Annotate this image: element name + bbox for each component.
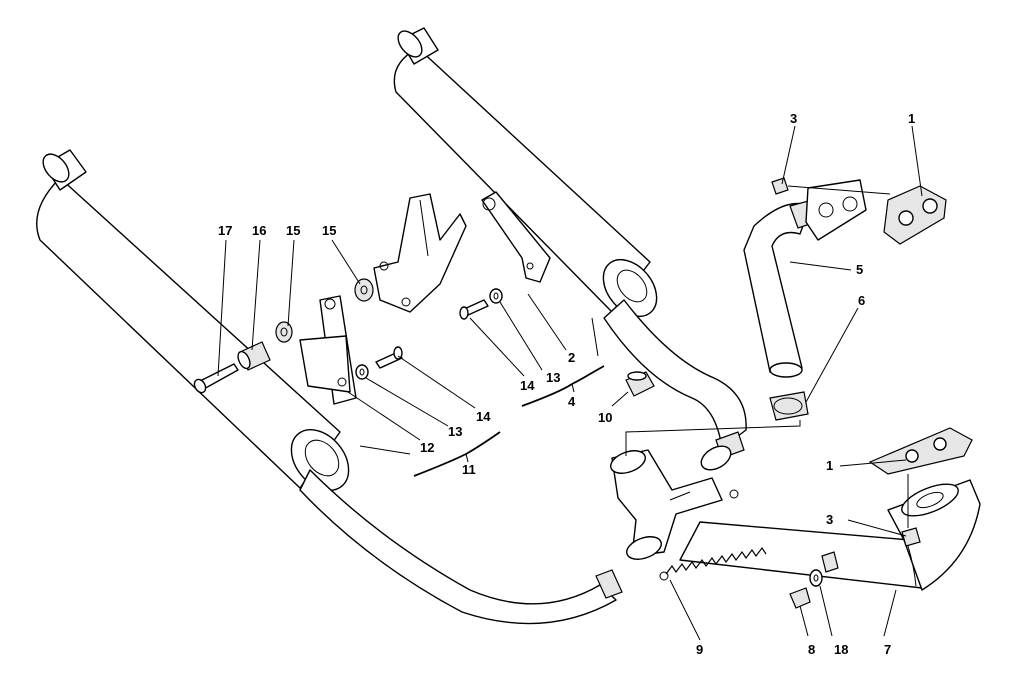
washer-13-right: [489, 288, 503, 304]
callout-8: 8: [808, 642, 815, 657]
nut-top: [771, 177, 789, 195]
rear-header-pipe: [743, 199, 817, 378]
frame-bracket: [373, 193, 467, 313]
right-mid-pipe: [603, 299, 747, 459]
callout-labels: 1 3 5 6 17 16 15 15 2 13 14 4 10 14 13 1…: [218, 111, 915, 657]
y-collector: [610, 445, 732, 560]
gasket-front: [868, 427, 973, 475]
bolt-8: [789, 587, 811, 609]
nut-front: [901, 527, 921, 547]
callout-11: 11: [462, 462, 476, 477]
callout-2: 2: [568, 350, 575, 365]
clamp-6: [769, 391, 809, 421]
leader-lines: [217, 125, 923, 641]
callout-10: 10: [598, 410, 612, 425]
callout-3-bottom: 3: [826, 512, 833, 527]
bushing-16: [237, 341, 271, 371]
callout-16: 16: [252, 223, 266, 238]
spring-9: [659, 489, 767, 581]
stud-18-mount: [821, 551, 839, 573]
gasket-top: [883, 185, 947, 245]
callout-9: 9: [696, 642, 703, 657]
callout-3-top: 3: [790, 111, 797, 126]
callout-7: 7: [884, 642, 891, 657]
bushing-15-right: [354, 278, 374, 302]
callout-12: 12: [420, 440, 434, 455]
callout-1-top: 1: [908, 111, 915, 126]
callout-17: 17: [218, 223, 232, 238]
callout-15-left: 15: [286, 223, 300, 238]
rubber-mount-10: [625, 371, 655, 397]
brace-11: [413, 431, 501, 477]
callout-5: 5: [856, 262, 863, 277]
left-bracket: [299, 295, 357, 405]
bolt-17: [193, 363, 239, 394]
brace-4: [521, 365, 605, 407]
washer-18: [809, 569, 823, 587]
callout-18: 18: [834, 642, 848, 657]
callout-13-right: 13: [546, 370, 560, 385]
front-header-pipe: [679, 479, 981, 591]
callout-14-left: 14: [476, 409, 491, 424]
callout-13-left: 13: [448, 424, 462, 439]
callout-15-right: 15: [322, 223, 336, 238]
callout-14-right: 14: [520, 378, 535, 393]
bolt-14-right: [459, 299, 489, 320]
bolt-14-left: [375, 346, 403, 369]
callout-1-bottom: 1: [826, 458, 833, 473]
right-muffler: [393, 27, 658, 317]
upper-flange: [805, 179, 867, 241]
callout-4: 4: [568, 394, 576, 409]
washer-13-left: [355, 364, 369, 380]
right-bracket: [481, 191, 551, 283]
left-muffler: [36, 149, 350, 491]
bushing-15-left: [275, 321, 293, 343]
callout-6: 6: [858, 293, 865, 308]
left-mid-pipe: [299, 469, 623, 625]
